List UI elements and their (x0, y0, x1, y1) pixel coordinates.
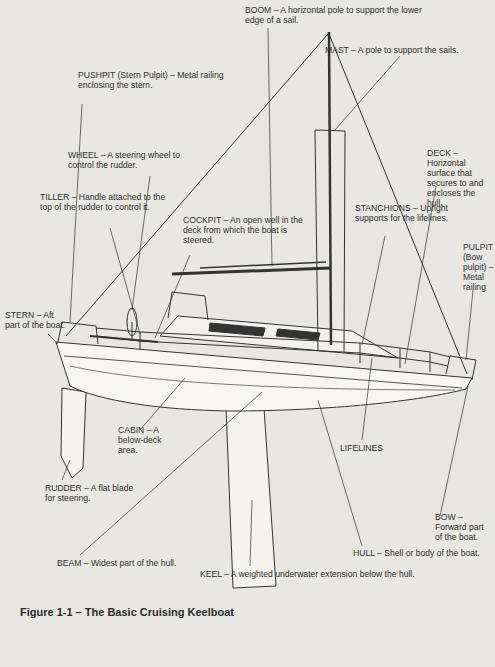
part-label: WHEEL – A steering wheel to control the … (68, 150, 203, 170)
part-label: BEAM – Widest part of the hull. (57, 558, 237, 568)
part-label: KEEL – A weighted underwater extension b… (200, 569, 440, 579)
part-label: DECK – Horizontal surface that secures t… (427, 148, 493, 208)
part-label: COCKPIT – An open well in the deck from … (183, 215, 308, 245)
figure-caption: Figure 1-1 – The Basic Cruising Keelboat (20, 606, 234, 618)
part-label: PUSHPIT (Stern Pulpit) – Metal railing e… (78, 70, 228, 90)
part-label: HULL – Shell or body of the boat. (353, 548, 493, 558)
part-label: STERN – Aft part of the boat. (5, 310, 67, 330)
part-label: LIFELINES (340, 443, 410, 453)
part-label: STANCHIONS – Upright supports for the li… (355, 203, 450, 223)
boat-drawing (56, 32, 476, 588)
part-label: RUDDER – A flat blade for steering. (45, 483, 145, 503)
part-label: BOW – Forward part of the boat. (435, 512, 493, 542)
part-label: CABIN – A below-deck area. (118, 425, 180, 455)
part-label: MAST – A pole to support the sails. (325, 45, 495, 55)
part-label: BOOM – A horizontal pole to support the … (245, 5, 435, 25)
part-label: PULPIT (Bow pulpit) – Metal railing (463, 242, 495, 292)
part-label: TILLER – Handle attached to the top of t… (40, 192, 170, 212)
